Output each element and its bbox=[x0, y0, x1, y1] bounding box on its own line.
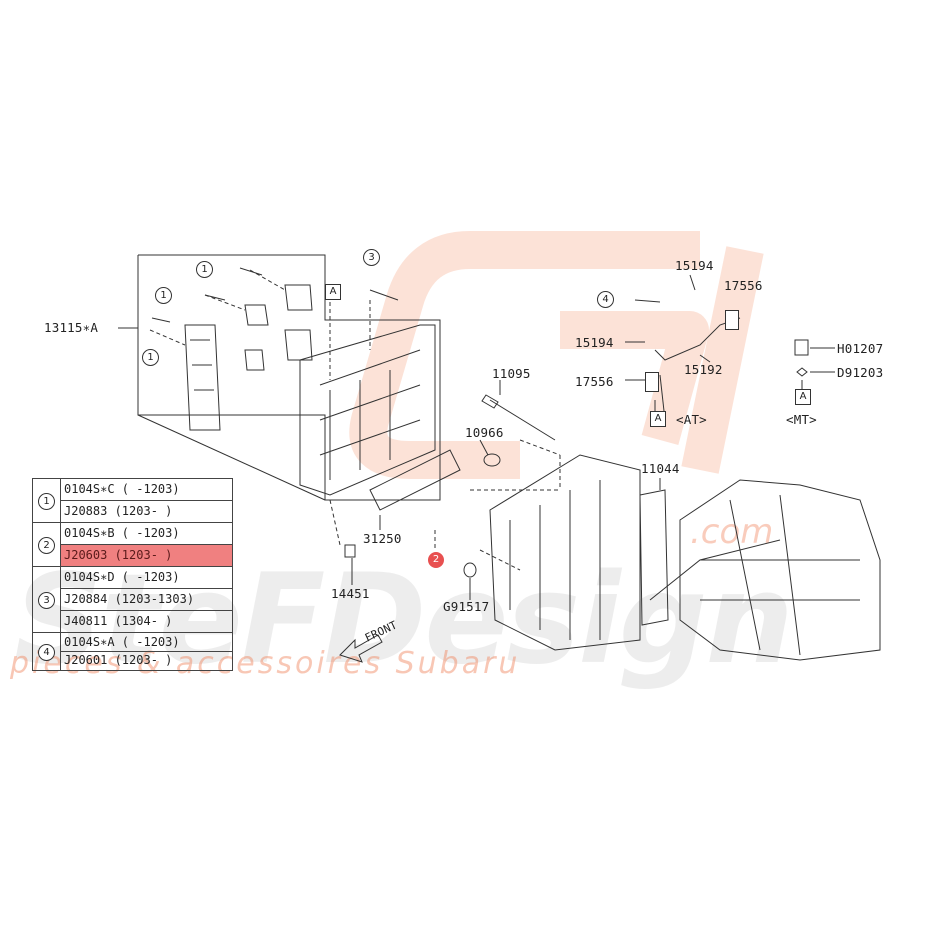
legend-row[interactable]: J20884 (1203-1303) bbox=[61, 589, 232, 611]
legend-row[interactable]: 0104S∗C ( -1203) bbox=[61, 479, 232, 501]
part-label-17556-top: 17556 bbox=[724, 278, 763, 293]
part-label-10966: 10966 bbox=[465, 425, 504, 440]
part-label-15192: 15192 bbox=[684, 362, 723, 377]
part-label-g91517: G91517 bbox=[443, 599, 490, 614]
callout-1-c: 1 bbox=[142, 349, 159, 366]
ref-box-a-3: A bbox=[795, 389, 811, 405]
legend-group-3: 3 0104S∗D ( -1203) J20884 (1203-1303) J4… bbox=[33, 567, 232, 633]
legend-row[interactable]: J40811 (1304- ) bbox=[64, 614, 173, 628]
part-label-15194-mid: 15194 bbox=[575, 335, 614, 350]
ref-bracket-17556-mid bbox=[645, 372, 659, 392]
ref-box-a-1: A bbox=[325, 284, 341, 300]
legend-group-1: 1 0104S∗C ( -1203) J20883 (1203- ) bbox=[33, 479, 232, 523]
legend-row-highlighted[interactable]: J20603 (1203- ) bbox=[61, 545, 232, 566]
legend-row[interactable]: J20601 (1203- ) bbox=[64, 653, 173, 667]
part-label-h01207: H01207 bbox=[837, 341, 884, 356]
legend-row[interactable]: 0104S∗A ( -1203) bbox=[61, 633, 232, 652]
part-label-d91203: D91203 bbox=[837, 365, 884, 380]
callout-4: 4 bbox=[597, 291, 614, 308]
ref-bracket-17556-top bbox=[725, 310, 739, 330]
callout-1-a: 1 bbox=[196, 261, 213, 278]
part-label-14451: 14451 bbox=[331, 586, 370, 601]
label-mt: <MT> bbox=[786, 412, 817, 427]
legend-num-2: 2 bbox=[38, 536, 55, 554]
legend-row[interactable]: 0104S∗B ( -1203) bbox=[61, 523, 232, 545]
callout-1-b: 1 bbox=[155, 287, 172, 304]
part-label-11095: 11095 bbox=[492, 366, 531, 381]
callout-2-highlighted[interactable]: 2 bbox=[428, 552, 444, 568]
legend-num-3: 3 bbox=[38, 591, 55, 609]
legend-row[interactable]: 0104S∗D ( -1203) bbox=[61, 567, 232, 589]
callout-3: 3 bbox=[363, 249, 380, 266]
label-at: <AT> bbox=[676, 412, 707, 427]
legend-group-4: 4 0104S∗A ( -1203) J20601 (1203- ) bbox=[33, 633, 232, 670]
legend-group-2: 2 0104S∗B ( -1203) J20603 (1203- ) bbox=[33, 523, 232, 567]
parts-legend-table: 1 0104S∗C ( -1203) J20883 (1203- ) 2 010… bbox=[32, 478, 233, 671]
part-label-13115: 13115∗A bbox=[44, 320, 99, 335]
legend-num-4: 4 bbox=[38, 643, 55, 661]
legend-num-1: 1 bbox=[38, 492, 55, 510]
legend-row[interactable]: J20883 (1203- ) bbox=[64, 504, 173, 518]
part-label-15194-top: 15194 bbox=[675, 258, 714, 273]
part-label-31250: 31250 bbox=[363, 531, 402, 546]
part-label-17556-mid: 17556 bbox=[575, 374, 614, 389]
watermark-brand: SteFDesign bbox=[14, 548, 794, 692]
part-label-11044: 11044 bbox=[641, 461, 680, 476]
ref-box-a-2: A bbox=[650, 411, 666, 427]
